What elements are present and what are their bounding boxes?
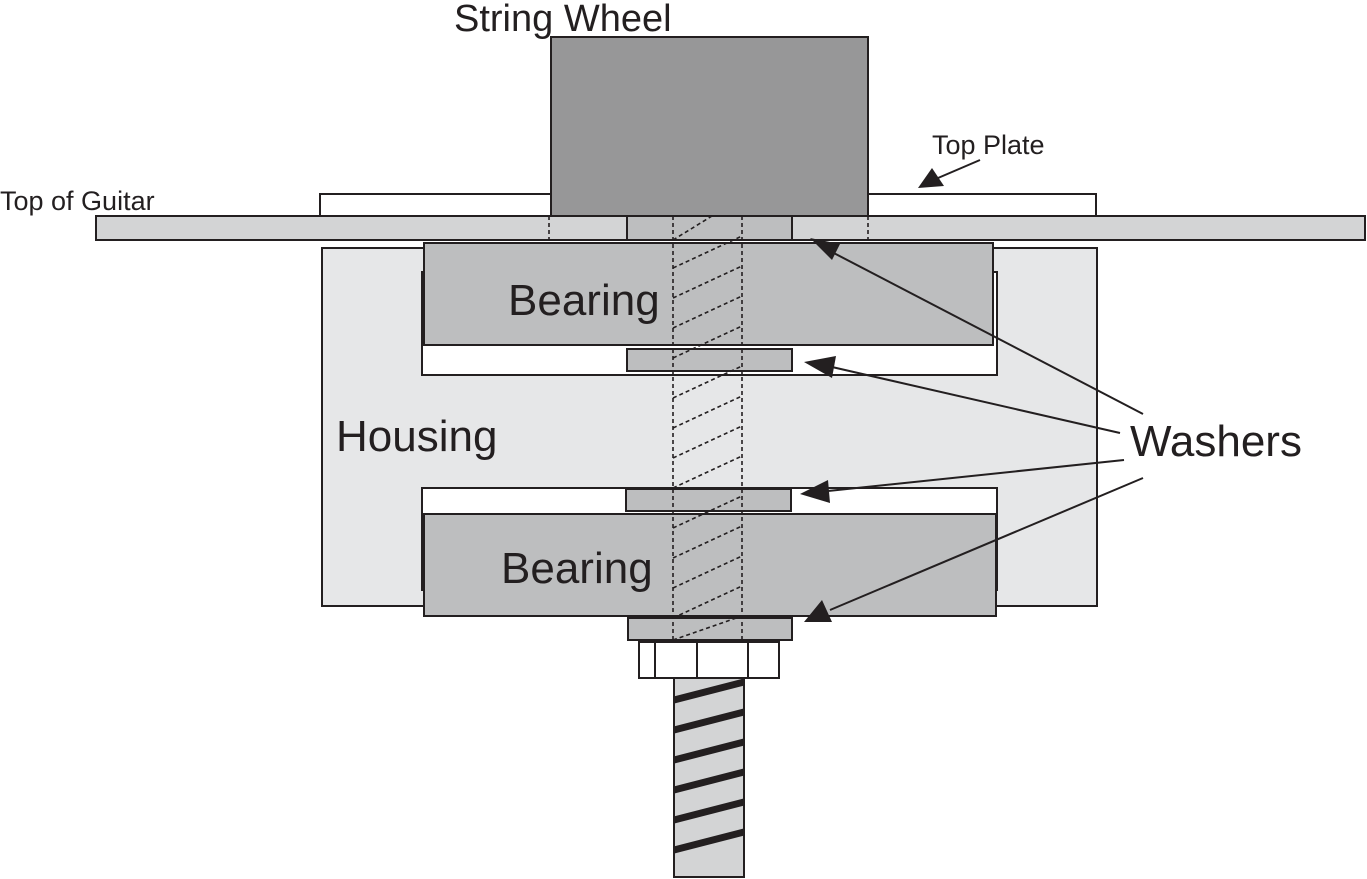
arrow-head-icon xyxy=(800,480,830,503)
nut xyxy=(638,641,780,679)
upper-bearing-label: Bearing xyxy=(508,276,660,325)
string-wheel-label: String Wheel xyxy=(454,0,672,40)
arrow-head-icon xyxy=(810,238,840,260)
arrow-head-icon xyxy=(804,600,832,622)
top-plate-leader-line xyxy=(937,159,981,179)
string-wheel xyxy=(550,36,869,217)
washer-bottom xyxy=(627,617,793,641)
upper-bearing xyxy=(423,242,994,346)
washer-upper-middle xyxy=(626,348,793,372)
lower-bearing xyxy=(423,513,997,617)
washer-leader-lines xyxy=(827,249,1144,611)
arrow-head-icon xyxy=(918,168,944,188)
washer-lower-middle xyxy=(625,488,792,512)
top-of-guitar-label: Top of Guitar xyxy=(0,186,155,216)
arrow-head-icon xyxy=(804,356,836,378)
top-plate-label: Top Plate xyxy=(932,130,1045,160)
threaded-stud xyxy=(673,677,745,878)
washer-top xyxy=(626,215,793,241)
lower-bearing-label: Bearing xyxy=(501,544,653,593)
washers-label: Washers xyxy=(1130,417,1302,466)
housing-label: Housing xyxy=(336,412,497,461)
hidden-threaded-shaft xyxy=(672,215,743,641)
